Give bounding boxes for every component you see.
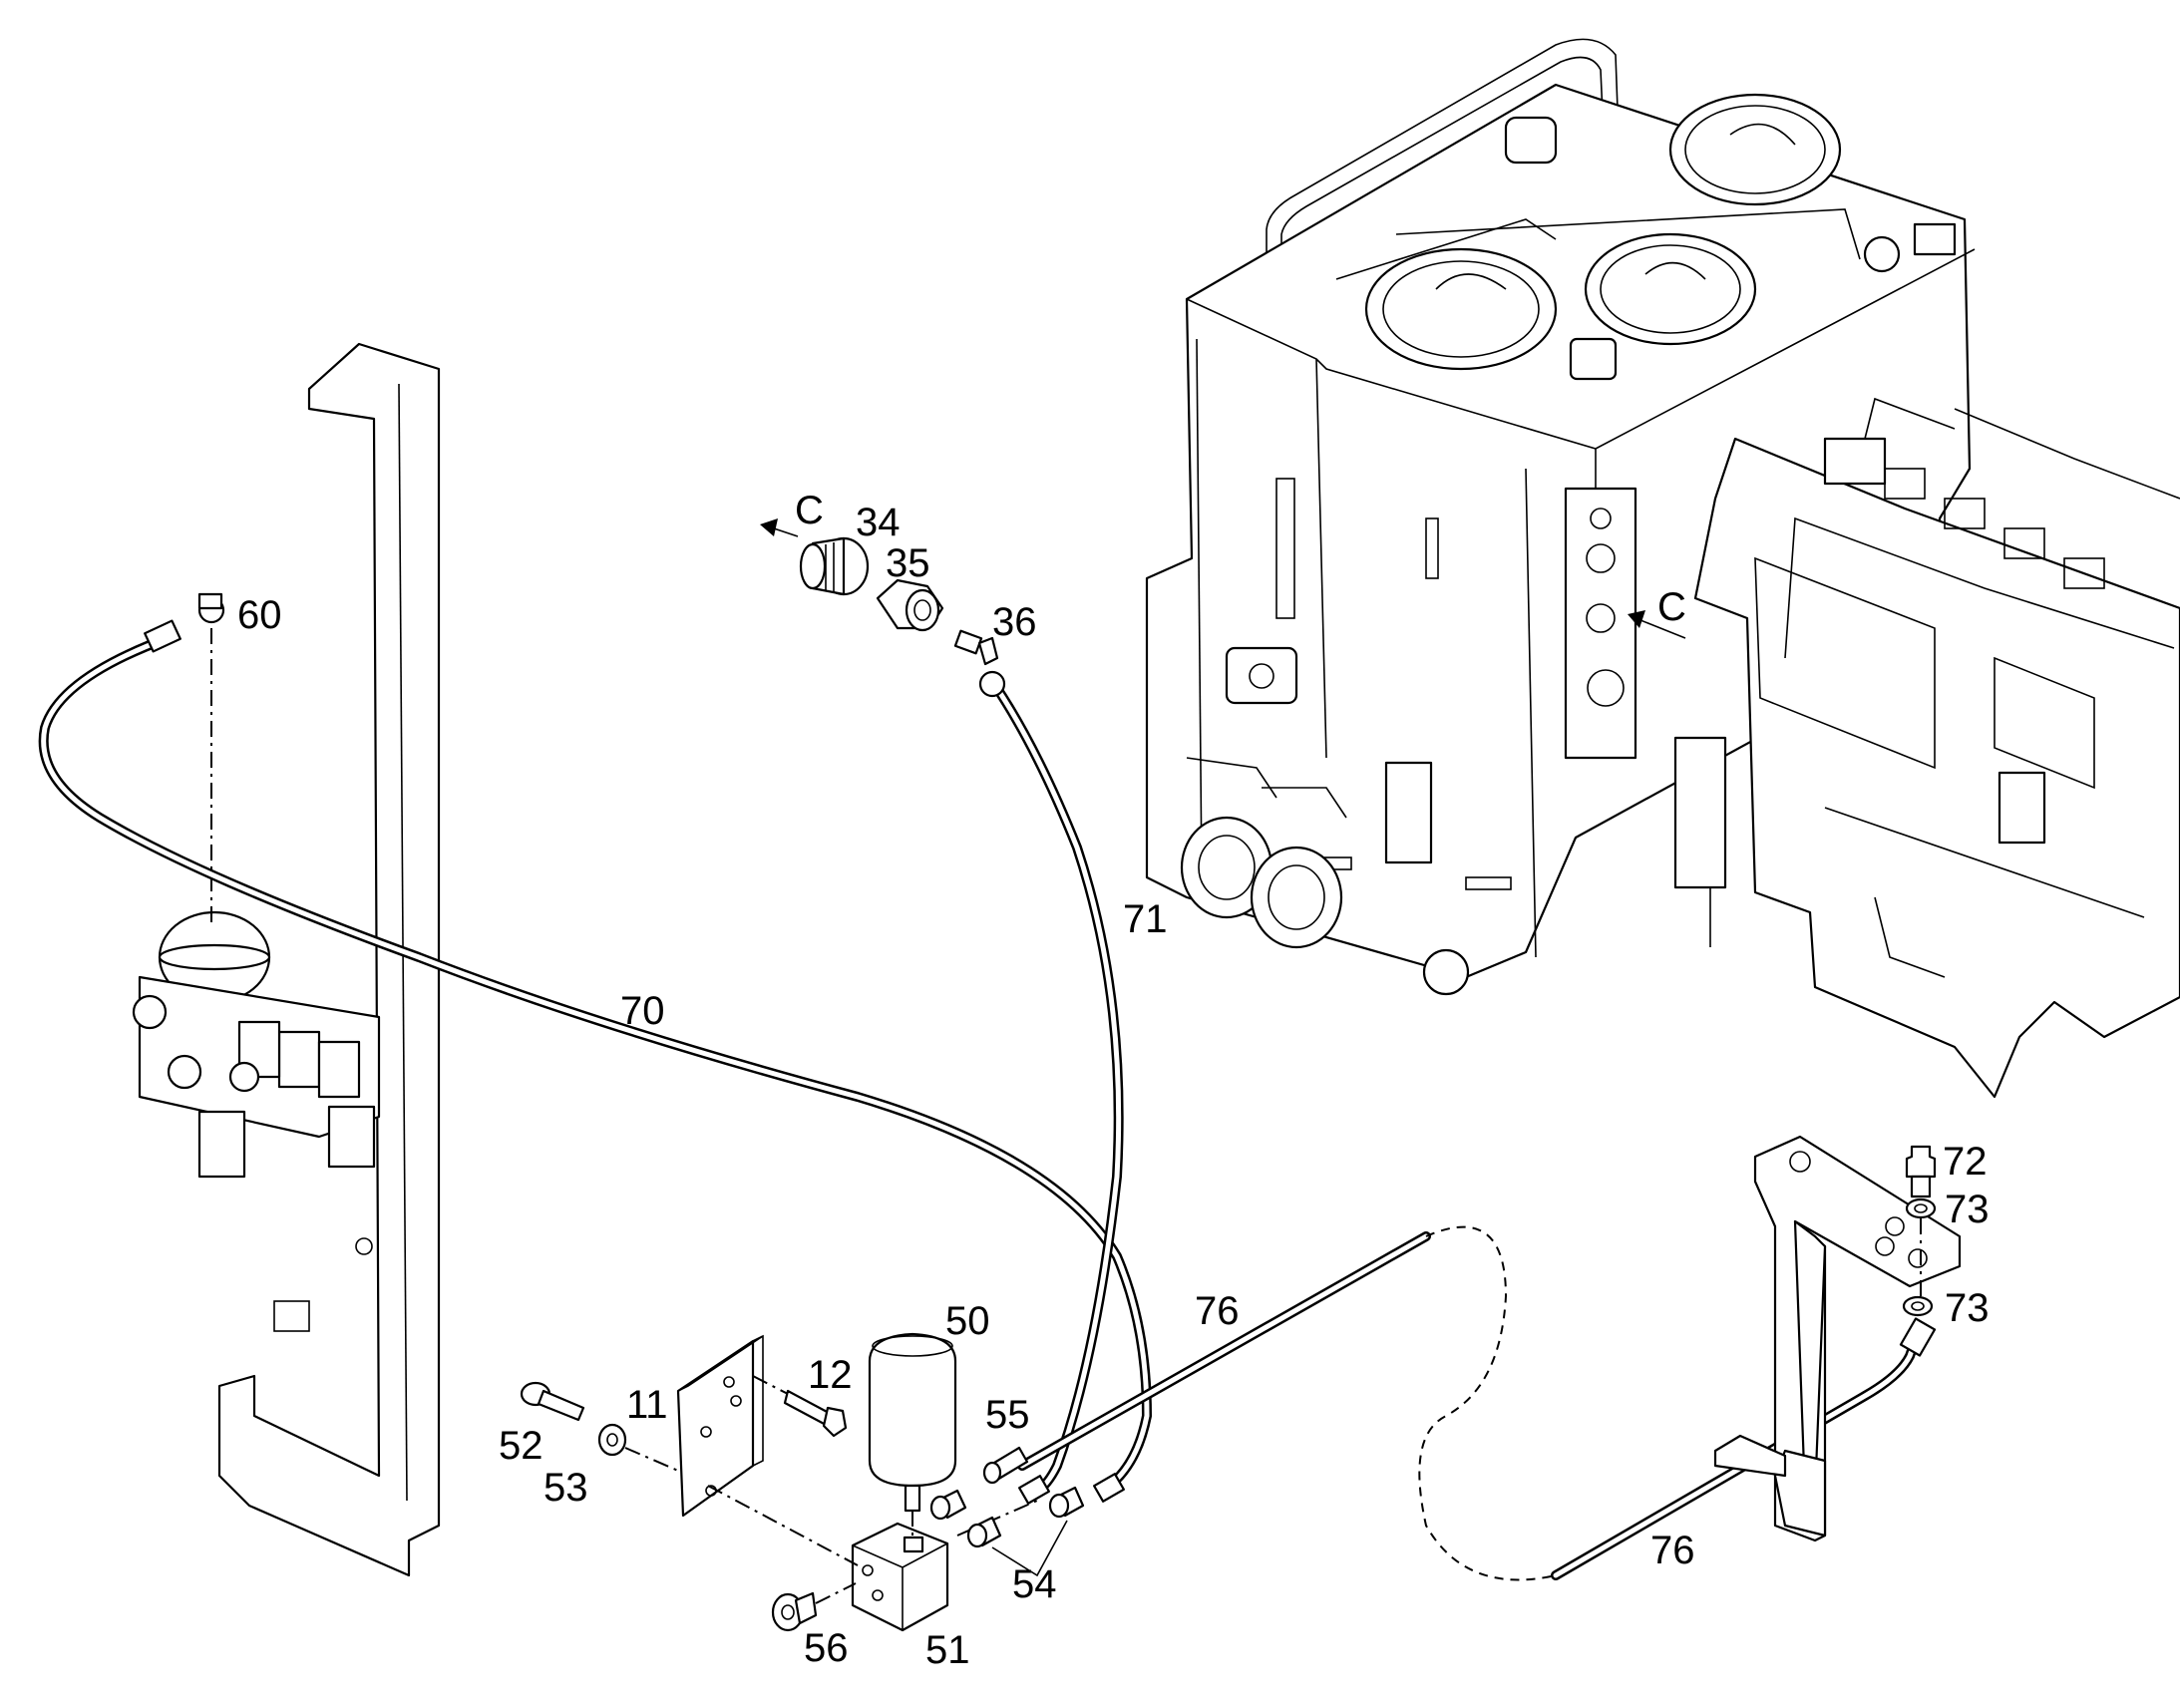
part-label-70: 70: [620, 989, 665, 1033]
part-label-50: 50: [945, 1299, 990, 1343]
mounting-bracket: [1713, 1135, 1962, 1542]
bolt-52: [520, 1381, 585, 1422]
hose-76-continuation: [1418, 1225, 1557, 1581]
washer-53: [597, 1423, 627, 1457]
part-label-76a: 76: [1195, 1289, 1240, 1333]
plug-56: [771, 1591, 818, 1632]
part-label-52: 52: [499, 1424, 544, 1468]
fitting-54-b: [1048, 1486, 1085, 1519]
fitting-55: [929, 1489, 967, 1521]
part-label-76b: 76: [1650, 1529, 1695, 1572]
part-label-73b: 73: [1945, 1286, 1990, 1330]
accumulator-50: [868, 1332, 957, 1513]
part-label-72: 72: [1943, 1140, 1988, 1184]
part-label-54: 54: [1012, 1562, 1057, 1606]
part-label-11: 11: [626, 1383, 668, 1427]
fitting-54-a: [966, 1516, 1002, 1548]
view-c-label-right: C: [1657, 585, 1686, 629]
valve-body-51: [851, 1522, 949, 1632]
bolt-72: [1905, 1145, 1937, 1198]
view-c-label-left: C: [795, 489, 824, 532]
hydraulic-tank-assembly: [1145, 38, 2180, 1099]
part-label-51: 51: [925, 1628, 970, 1672]
part-36-elbow: [953, 629, 999, 666]
part-label-34: 34: [856, 501, 901, 544]
part-label-73a: 73: [1945, 1188, 1990, 1231]
part-label-12: 12: [808, 1353, 853, 1397]
part-label-35: 35: [886, 541, 930, 585]
fitting-60: [197, 592, 225, 922]
part-label-56: 56: [804, 1626, 849, 1670]
part-label-36: 36: [992, 600, 1037, 644]
hose-71: [989, 679, 1124, 1496]
part-label-55: 55: [985, 1393, 1030, 1437]
part-label-60: 60: [237, 593, 282, 637]
part-35-nut: [876, 578, 944, 632]
part-34-coupling: [799, 536, 870, 596]
fitting-55-hose-end: [982, 1446, 1029, 1485]
part-label-71: 71: [1123, 897, 1168, 941]
control-valve-assembly: [132, 342, 441, 1577]
plate-11: [676, 1334, 764, 1518]
washer-73-lower: [1902, 1295, 1934, 1317]
washer-73-upper: [1905, 1197, 1937, 1219]
part-label-53: 53: [544, 1466, 588, 1510]
bolt-12: [783, 1389, 848, 1438]
